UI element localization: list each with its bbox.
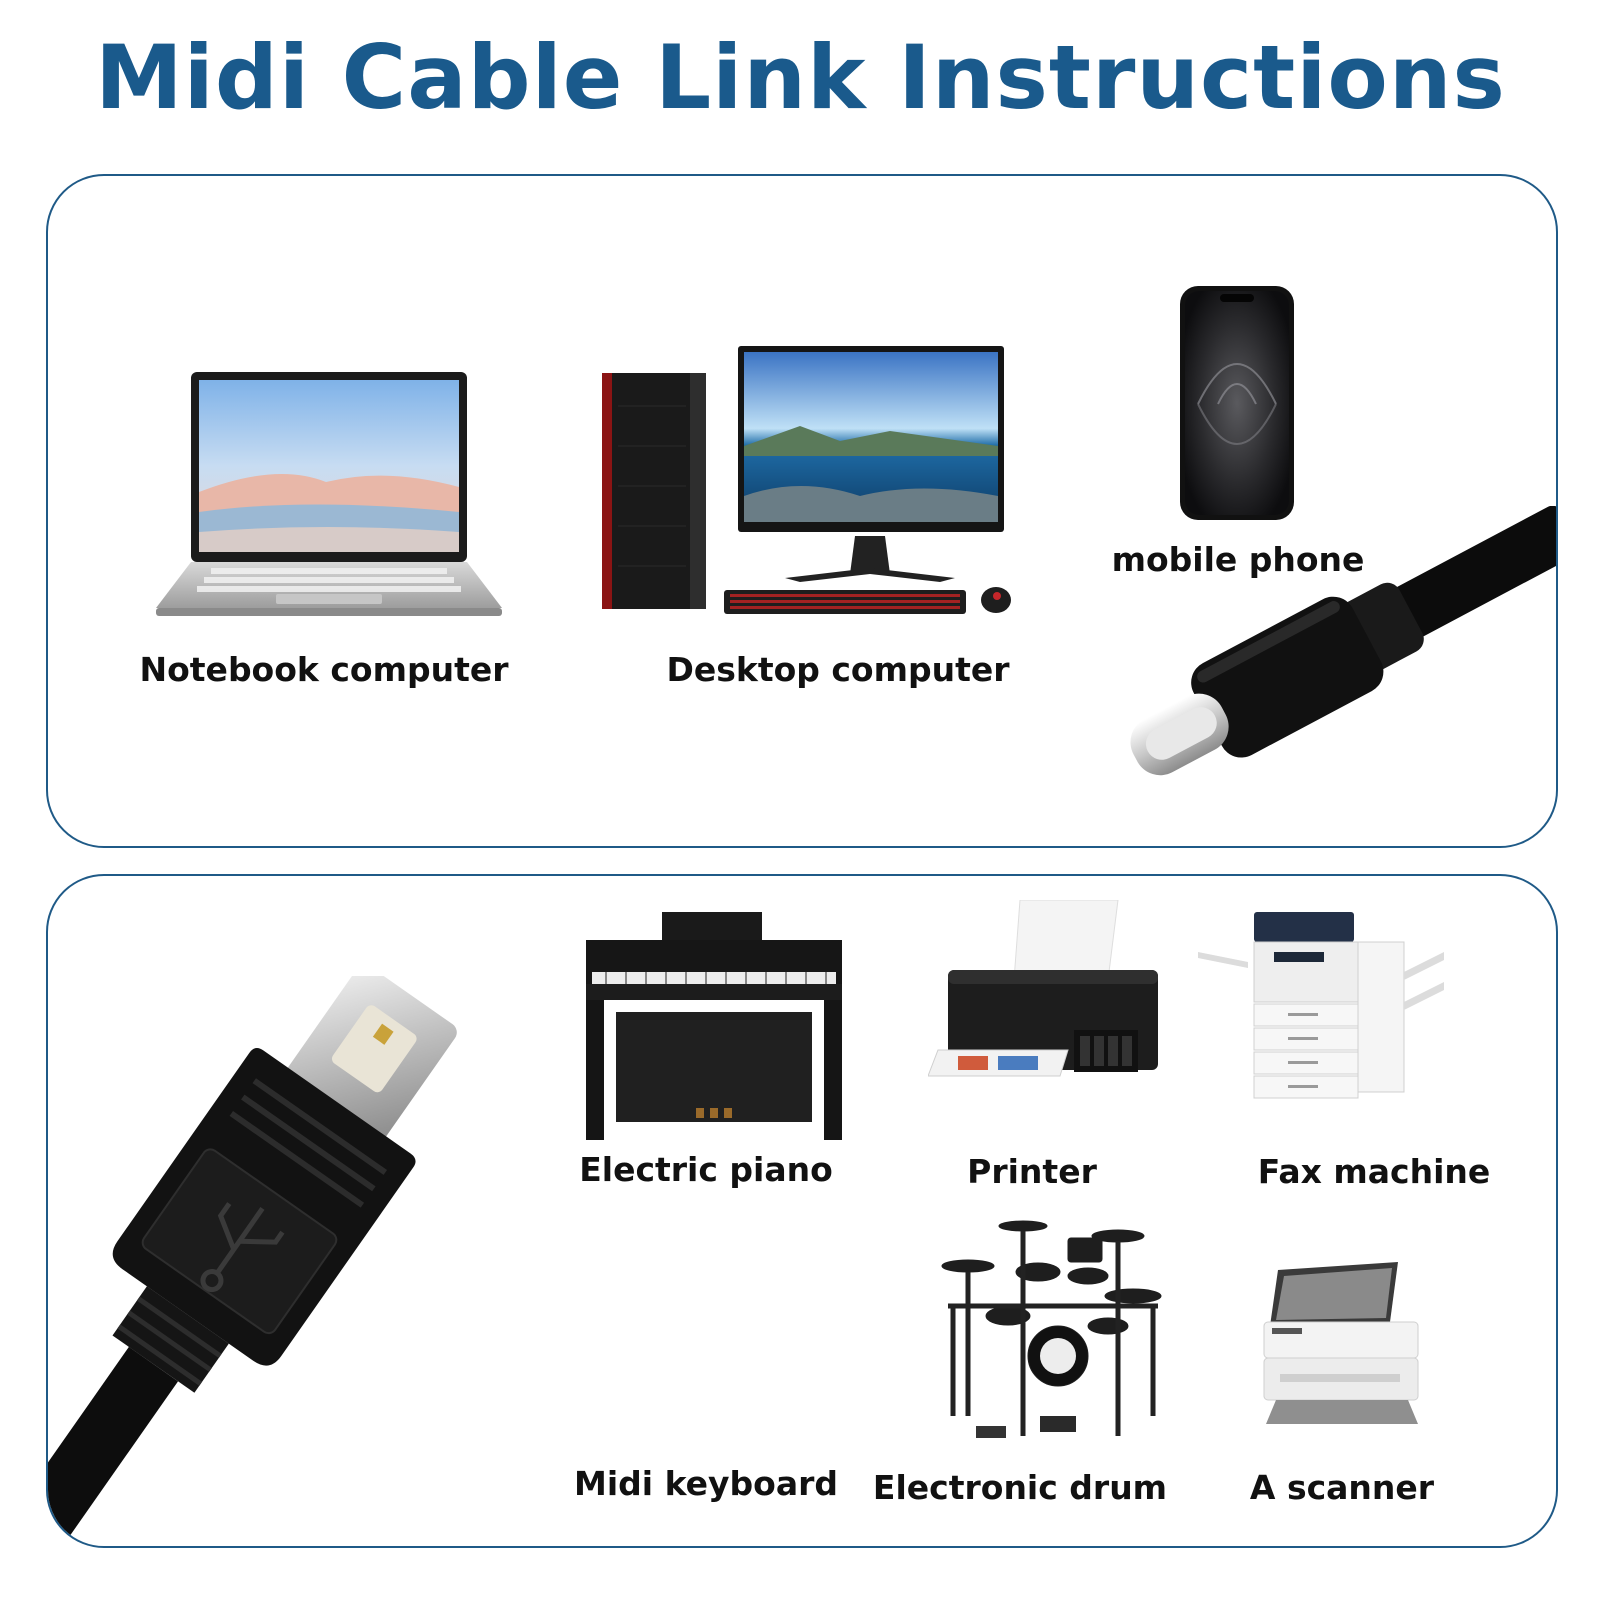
page-title: Midi Cable Link Instructions <box>95 26 1506 129</box>
notebook-computer-image <box>156 372 506 622</box>
electric-piano-image <box>586 912 846 1142</box>
fax-machine-label: Fax machine <box>1257 1152 1491 1191</box>
printer-image <box>928 900 1168 1100</box>
midi-keyboard-label: Midi keyboard <box>574 1464 838 1503</box>
mobile-phone-label: mobile phone <box>1111 540 1365 579</box>
usb-c-connector-image <box>1108 506 1556 826</box>
desktop-computer-image <box>600 346 1040 626</box>
electronic-drum-image <box>928 1216 1178 1466</box>
host-devices-panel: Notebook computer <box>46 174 1558 848</box>
fax-machine-image <box>1198 912 1448 1112</box>
electric-piano-label: Electric piano <box>579 1150 833 1189</box>
printer-label: Printer <box>967 1152 1097 1191</box>
scanner-image <box>1258 1262 1428 1432</box>
electronic-drum-label: Electronic drum <box>872 1468 1168 1507</box>
peripheral-devices-panel: Electric piano Printer <box>46 874 1558 1548</box>
desktop-computer-label: Desktop computer <box>666 650 1010 689</box>
mobile-phone-image <box>1178 284 1298 524</box>
usb-b-connector-image <box>48 976 558 1536</box>
notebook-computer-label: Notebook computer <box>139 650 509 689</box>
scanner-label: A scanner <box>1249 1468 1435 1507</box>
